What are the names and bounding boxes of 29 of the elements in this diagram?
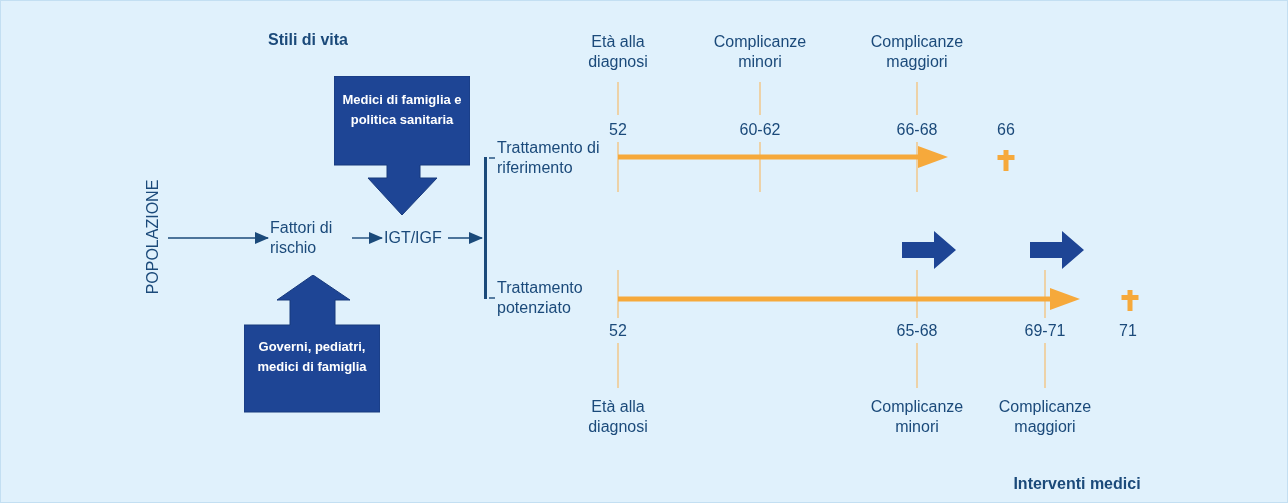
- age-label: 52: [608, 120, 628, 140]
- age-label: 66: [996, 120, 1016, 140]
- timeline-label: Complicanze minori: [869, 397, 965, 437]
- timeline-label: Età alla diagnosi: [587, 32, 649, 72]
- arrow-label: Governi, pediatri, medici di famiglia: [256, 338, 368, 376]
- bracket: [484, 157, 487, 299]
- age-label: 52: [608, 321, 628, 341]
- timeline-label: Età alla diagnosi: [587, 397, 649, 437]
- arrow: [351, 232, 383, 244]
- age-label: 71: [1118, 321, 1138, 341]
- timeline-label: Complicanze minori: [712, 32, 808, 72]
- age-label: 60-62: [738, 120, 782, 140]
- node-label: IGT/IGF: [384, 228, 446, 250]
- connector-line: [488, 297, 496, 299]
- heading: Stili di vita: [267, 30, 349, 50]
- node-label: POPOLAZIONE: [143, 178, 162, 297]
- age-label: 69-71: [1023, 321, 1067, 341]
- age-label: 65-68: [895, 321, 939, 341]
- heading: Interventi medici: [1012, 474, 1142, 494]
- arrow: [447, 232, 483, 244]
- age-label: 66-68: [895, 120, 939, 140]
- timeline-label: Complicanze maggiori: [869, 32, 965, 72]
- timeline-label: Complicanze maggiori: [997, 397, 1093, 437]
- node-label: Trattamento potenziato: [497, 278, 609, 320]
- node-label: Fattori di rischio: [270, 218, 350, 260]
- node-label: Trattamento di riferimento: [497, 138, 609, 180]
- arrow: [167, 232, 269, 244]
- connector-line: [488, 157, 496, 159]
- arrow-label: Medici di famiglia e politica sanitaria: [341, 91, 463, 129]
